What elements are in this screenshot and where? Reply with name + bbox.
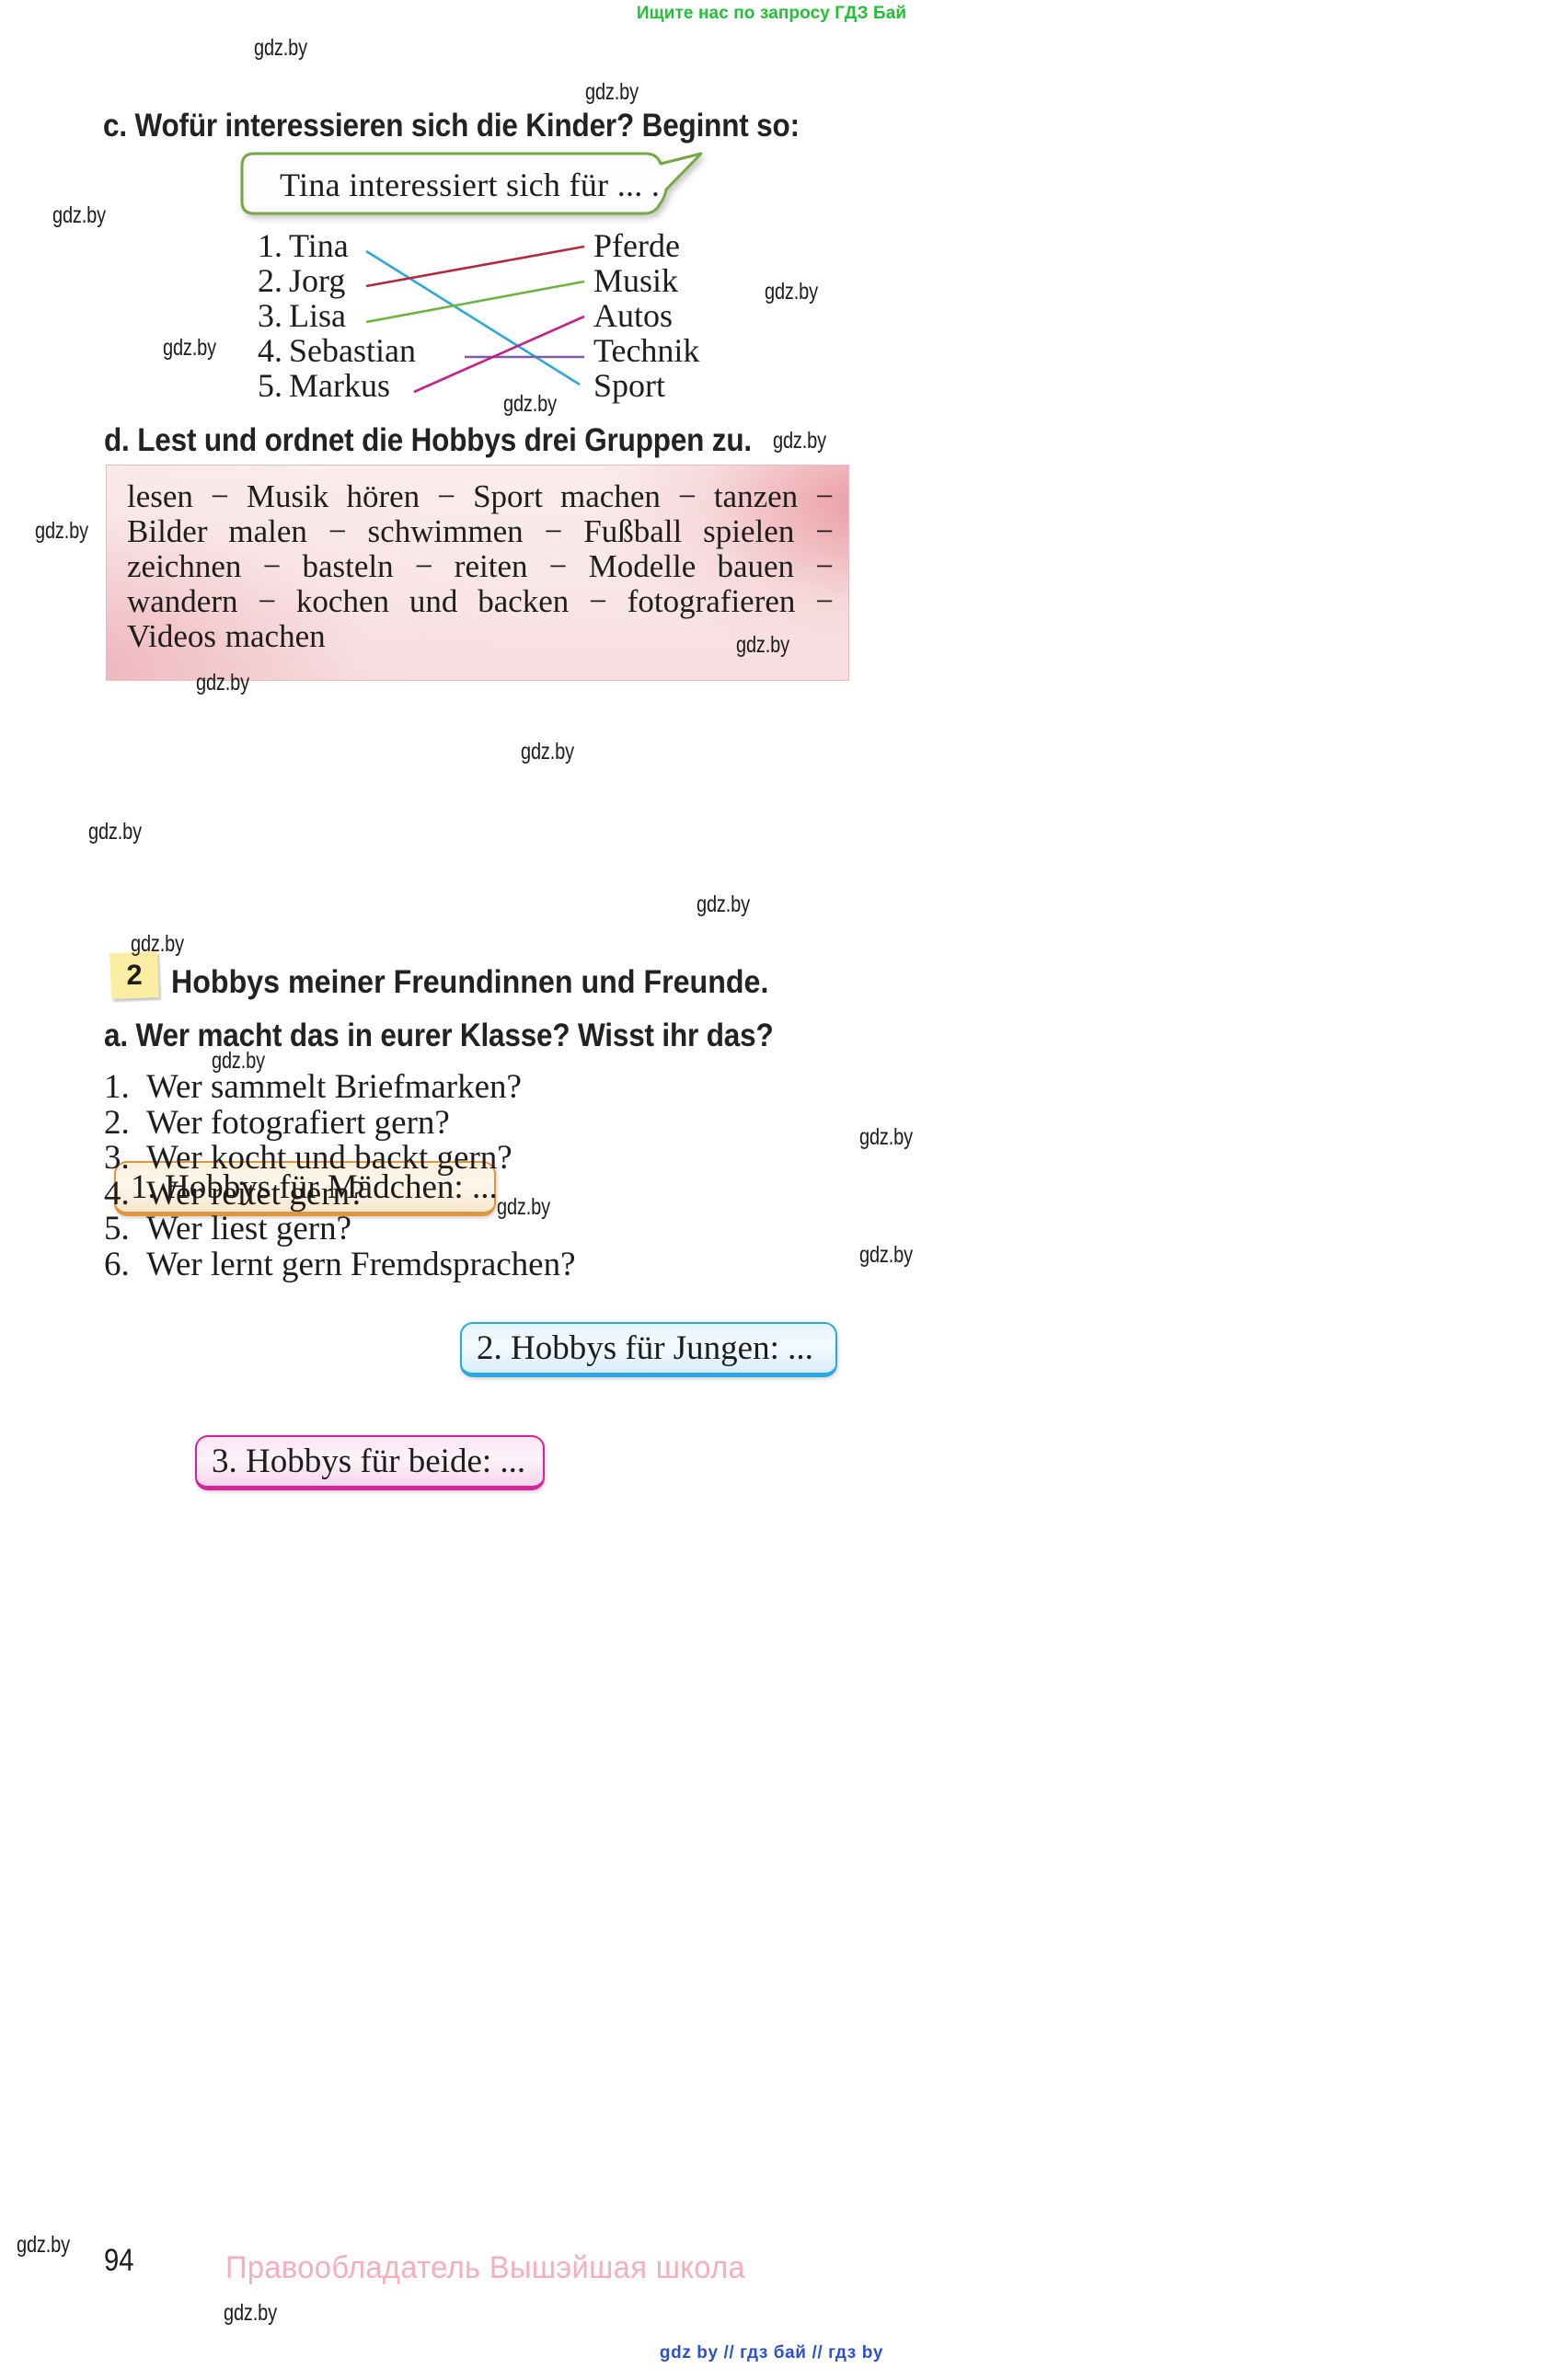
hobby-group-box-both[interactable]: 3. Hobbys für beide: ... (195, 1435, 545, 1490)
watermark: gdz.by (212, 1048, 265, 1074)
watermark: gdz.by (254, 35, 307, 61)
question-index: 2. (104, 1103, 130, 1142)
question-index: 1. (104, 1068, 130, 1106)
match-right-item[interactable]: Sport (593, 367, 666, 404)
speech-bubble-text: Tina interessiert sich für ... . (280, 167, 661, 203)
watermark: gdz.by (503, 391, 557, 417)
question-index: 5. (104, 1210, 130, 1247)
copyright-notice: Правообладатель Вышэйшая школа (225, 2250, 746, 2285)
question-index: 6. (104, 1245, 130, 1283)
question-item: 5. Wer liest gern? (104, 1210, 576, 1247)
speech-bubble: Tina interessiert sich für ... . (240, 152, 720, 215)
watermark: gdz.by (163, 335, 216, 361)
match-left-name: Lisa (289, 297, 346, 334)
watermark: gdz.by (224, 2300, 277, 2326)
matching-right-column: Pferde Musik Autos Technik Sport (593, 228, 777, 403)
exercise-2-title: Hobbys meiner Freundinnen und Freunde. (171, 964, 769, 1000)
watermark: gdz.by (773, 428, 826, 454)
top-banner-text: Ищите нас по запросу ГДЗ Бай (636, 4, 907, 23)
match-left-name: Tina (289, 227, 349, 264)
watermark: gdz.by (88, 819, 142, 845)
page-number: 94 (104, 2243, 134, 2278)
vocabulary-text: lesen − Musik hören − Sport machen − tan… (127, 478, 834, 654)
watermark: gdz.by (35, 518, 88, 544)
match-left-name: Jorg (289, 262, 346, 299)
hobby-group-box-girls[interactable]: 1. Hobbys für Mädchen: ... (114, 1161, 498, 1216)
match-right-item[interactable]: Technik (593, 332, 700, 369)
match-right-item[interactable]: Pferde (593, 227, 680, 264)
match-left-name: Sebastian (289, 332, 416, 369)
question-item: 2. Wer fotografiert gern? (104, 1103, 576, 1142)
match-right-item[interactable]: Musik (593, 262, 679, 299)
match-left-index: 5. (258, 367, 282, 404)
question-item: 3. Wer kocht und backt gern? (104, 1139, 576, 1177)
question-text: Wer reitet gern? (146, 1174, 365, 1213)
watermark: gdz.by (859, 1124, 913, 1150)
watermark: gdz.by (196, 670, 249, 696)
bottom-banner-text: gdz by // гдз бай // гдз by (659, 2343, 884, 2363)
question-item: 6. Wer lernt gern Fremdsprachen? (104, 1247, 576, 1283)
watermark: gdz.by (765, 279, 818, 305)
question-text: Wer fotografiert gern? (146, 1103, 450, 1142)
exercise-number-badge: 2 (109, 951, 159, 999)
hobby-group-label: 2. Hobbys für Jungen: ... (477, 1329, 813, 1367)
question-item: 1. Wer sammelt Briefmarken? (104, 1068, 576, 1106)
watermark: gdz.by (497, 1194, 550, 1220)
watermark: gdz.by (131, 931, 184, 957)
question-list: 1. Wer sammelt Briefmarken? 2. Wer fotog… (104, 1068, 576, 1283)
exercise-number-value: 2 (126, 958, 143, 992)
question-text: Wer lernt gern Fremdsprachen? (146, 1245, 576, 1283)
hobby-group-label: 1. Hobbys für Mädchen: ... (131, 1168, 498, 1206)
watermark: gdz.by (859, 1242, 913, 1268)
match-left-index: 2. (258, 262, 282, 299)
question-text: Wer liest gern? (146, 1210, 352, 1247)
vocabulary-box: lesen − Musik hören − Sport machen − tan… (106, 465, 849, 681)
question-index: 3. (104, 1139, 130, 1177)
hobby-group-label: 3. Hobbys für beide: ... (212, 1443, 526, 1480)
speech-bubble-shape (240, 152, 703, 215)
match-right-item[interactable]: Autos (593, 297, 674, 334)
watermark: gdz.by (697, 891, 750, 917)
watermark: gdz.by (17, 2232, 70, 2258)
match-left-index: 4. (258, 332, 282, 369)
match-left-item[interactable]: 2. Jorg (258, 263, 451, 298)
question-item: 4. Wer reitet gern? (104, 1174, 576, 1213)
watermark: gdz.by (736, 632, 789, 658)
watermark: gdz.by (585, 79, 639, 105)
heading-exercise-c: c. Wofür interessieren sich die Kinder? … (103, 108, 800, 144)
watermark: gdz.by (52, 202, 106, 228)
question-text: Wer kocht und backt gern? (146, 1139, 512, 1177)
match-left-item[interactable]: 5. Markus (258, 368, 451, 403)
heading-exercise-2a: a. Wer macht das in eurer Klasse? Wisst … (104, 1018, 774, 1053)
match-left-index: 1. (258, 227, 282, 264)
match-left-item[interactable]: 3. Lisa (258, 298, 451, 333)
question-text: Wer sammelt Briefmarken? (146, 1068, 522, 1106)
matching-exercise: 1. Tina 2. Jorg 3. Lisa 4. Sebastian 5. … (258, 228, 736, 412)
match-left-item[interactable]: 4. Sebastian (258, 333, 451, 368)
matching-left-column: 1. Tina 2. Jorg 3. Lisa 4. Sebastian 5. … (258, 228, 451, 403)
heading-exercise-d: d. Lest und ordnet die Hobbys drei Grupp… (104, 422, 752, 458)
match-left-name: Markus (289, 367, 390, 404)
hobby-group-box-boys[interactable]: 2. Hobbys für Jungen: ... (460, 1322, 837, 1377)
match-left-index: 3. (258, 297, 282, 334)
question-index: 4. (104, 1174, 130, 1213)
match-left-item[interactable]: 1. Tina (258, 228, 451, 263)
watermark: gdz.by (521, 739, 574, 765)
